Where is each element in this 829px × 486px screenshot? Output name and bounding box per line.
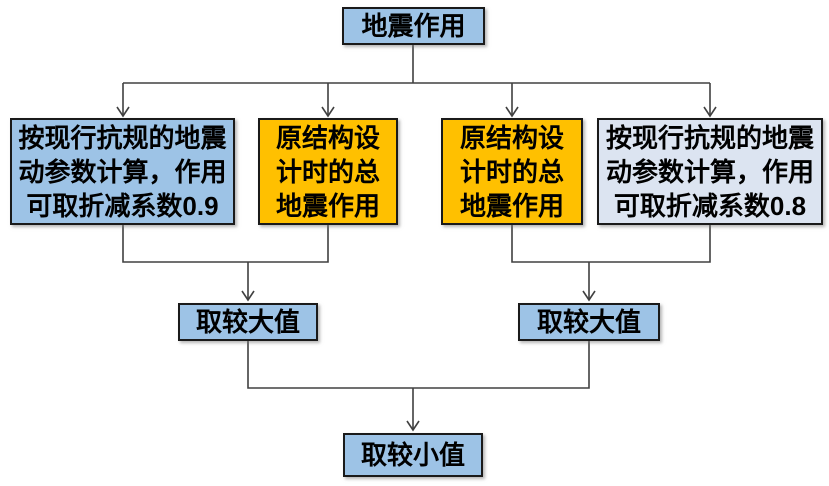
node-original-design-total-seismic-left: 原结构设 计时的总 地震作用 bbox=[258, 118, 398, 225]
node-take-larger-value-left: 取较大值 bbox=[178, 303, 318, 341]
connector-merge-left bbox=[122, 225, 329, 263]
connector-merge-final bbox=[247, 341, 590, 389]
node-current-code-reduction-0-9: 按现行抗规的地震 动参数计算，作用 可取折减系数0.9 bbox=[10, 118, 235, 225]
node-current-code-reduction-0-8: 按现行抗规的地震 动参数计算，作用 可取折减系数0.8 bbox=[597, 118, 823, 225]
connector-merge-right bbox=[511, 225, 711, 263]
node-take-larger-value-right: 取较大值 bbox=[518, 303, 660, 341]
node-original-design-total-seismic-right: 原结构设 计时的总 地震作用 bbox=[441, 118, 583, 225]
node-take-smaller-value: 取较小值 bbox=[343, 433, 483, 477]
node-seismic-action: 地震作用 bbox=[342, 7, 485, 45]
